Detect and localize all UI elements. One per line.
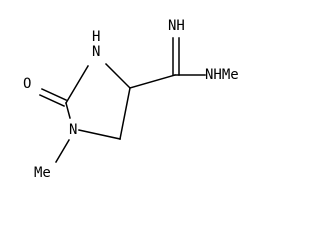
n1-ring-nitrogen-label: N	[69, 122, 77, 138]
oxygen-label: O	[23, 76, 31, 92]
n-methyl-label: Me	[34, 165, 51, 181]
carbonyl-double-bond-b	[39, 94, 65, 107]
bonds	[39, 37, 206, 164]
nh-ring-hydrogen-label: H	[92, 29, 100, 45]
c2-n3-bond	[64, 64, 90, 105]
n1-methyl-bond	[54, 138, 71, 164]
n1-c2-bond	[65, 102, 71, 119]
n3-c4-bond	[104, 62, 132, 90]
carbonyl-double-bond-a	[41, 88, 67, 101]
imine-label: NH	[168, 18, 185, 34]
atom-labels: O N H N Me NH NHMe	[23, 18, 239, 181]
c4-c5-bond	[119, 87, 131, 140]
nh-ring-nitrogen-label: N	[92, 44, 100, 60]
chemical-structure-diagram: O N H N Me NH NHMe	[23, 18, 239, 181]
nhme-label: NHMe	[205, 67, 239, 83]
c5-n1-bond	[78, 129, 121, 140]
c4-amidine-carbon-bond	[129, 74, 176, 89]
